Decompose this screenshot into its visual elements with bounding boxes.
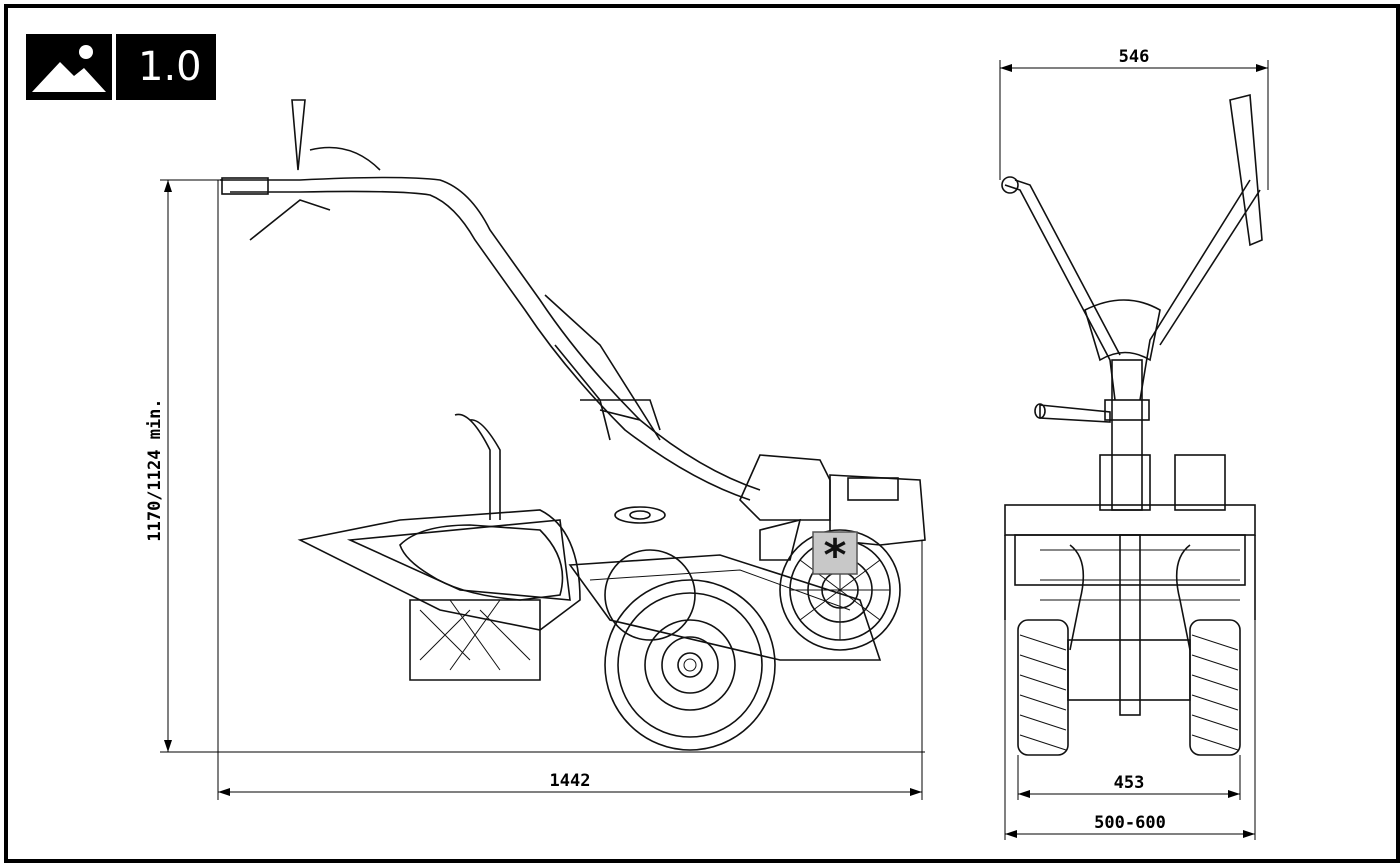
figure-number: 1.0: [116, 34, 216, 100]
track-width-dimension: 453: [1017, 755, 1241, 800]
working-width-dimension: 500-600: [1004, 620, 1256, 840]
drawing-frame: [4, 4, 1400, 863]
front-view-tiller: [1001, 93, 1263, 756]
image-icon: [26, 34, 112, 100]
asterisk-symbol: *: [823, 530, 846, 581]
length-dimension: 1442: [218, 771, 922, 796]
figure-badge: 1.0: [26, 34, 216, 100]
length-label: 1442: [550, 771, 591, 791]
height-label: 1170/1124 min.: [145, 398, 165, 541]
asterisk-marker: *: [812, 530, 858, 581]
top-width-label: 546: [1119, 47, 1150, 67]
top-width-dimension: 546: [999, 47, 1269, 190]
track-width-label: 453: [1114, 773, 1145, 793]
side-view-tiller: [220, 99, 926, 751]
height-dimension: 1170/1124 min.: [145, 180, 172, 752]
working-width-label: 500-600: [1094, 813, 1166, 833]
